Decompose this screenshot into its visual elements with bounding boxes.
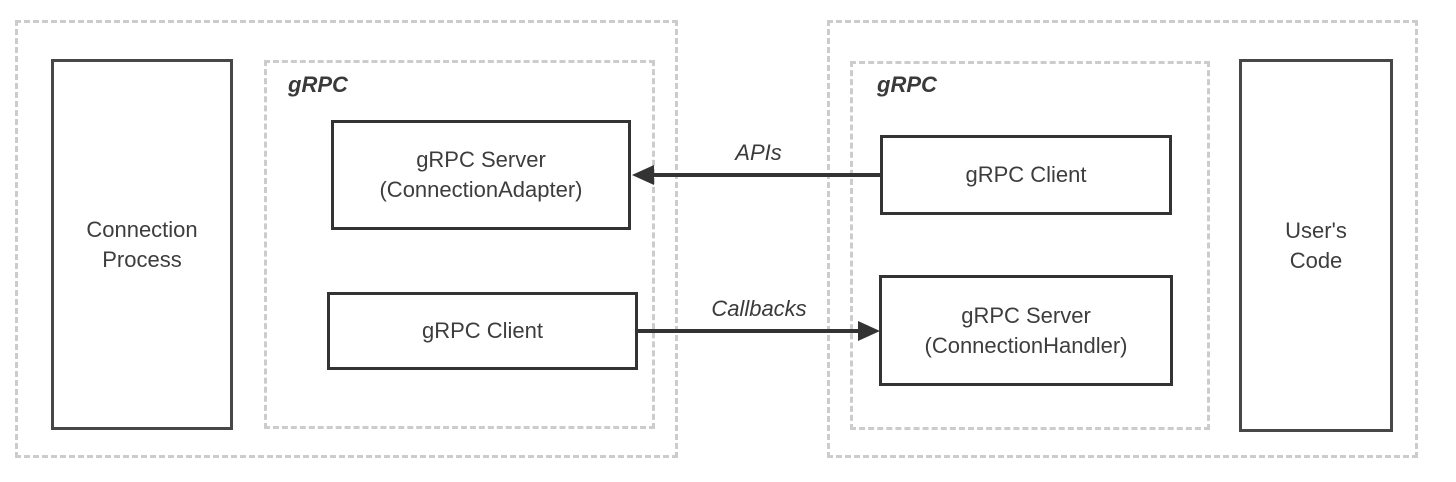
callbacks-arrow-label: Callbacks <box>711 296 807 321</box>
left-grpc-client-box: gRPC Client <box>327 292 638 370</box>
apis-arrow-label: APIs <box>735 140 782 165</box>
apis-arrow-line <box>650 173 880 177</box>
right-grpc-group-label: gRPC <box>877 72 937 97</box>
right-grpc-client-label: gRPC Client <box>965 162 1087 188</box>
users-code-label: User's Code <box>1285 217 1347 273</box>
right-grpc-group-border <box>850 61 1210 430</box>
grpc-server-connection-adapter-box: gRPC Server (ConnectionAdapter) <box>331 120 631 230</box>
connection-process-label: Connection Process <box>86 216 198 272</box>
grpc-server-connection-adapter-label: gRPC Server (ConnectionAdapter) <box>379 147 583 202</box>
connection-process-region-border <box>15 20 678 458</box>
apis-arrowhead-left-icon <box>632 165 654 185</box>
callbacks-arrow-line <box>638 329 862 333</box>
left-grpc-group-label: gRPC <box>288 72 348 97</box>
users-code-box: User's Code <box>1239 59 1393 432</box>
right-grpc-client-box: gRPC Client <box>880 135 1172 215</box>
grpc-server-connection-handler-box: gRPC Server (ConnectionHandler) <box>879 275 1173 386</box>
callbacks-arrowhead-right-icon <box>858 321 880 341</box>
left-grpc-group-border <box>264 60 655 429</box>
users-code-region-border <box>827 20 1418 458</box>
left-grpc-client-label: gRPC Client <box>421 318 544 344</box>
connection-process-box: Connection Process <box>51 59 233 430</box>
grpc-server-connection-handler-label: gRPC Server (ConnectionHandler) <box>924 302 1128 358</box>
